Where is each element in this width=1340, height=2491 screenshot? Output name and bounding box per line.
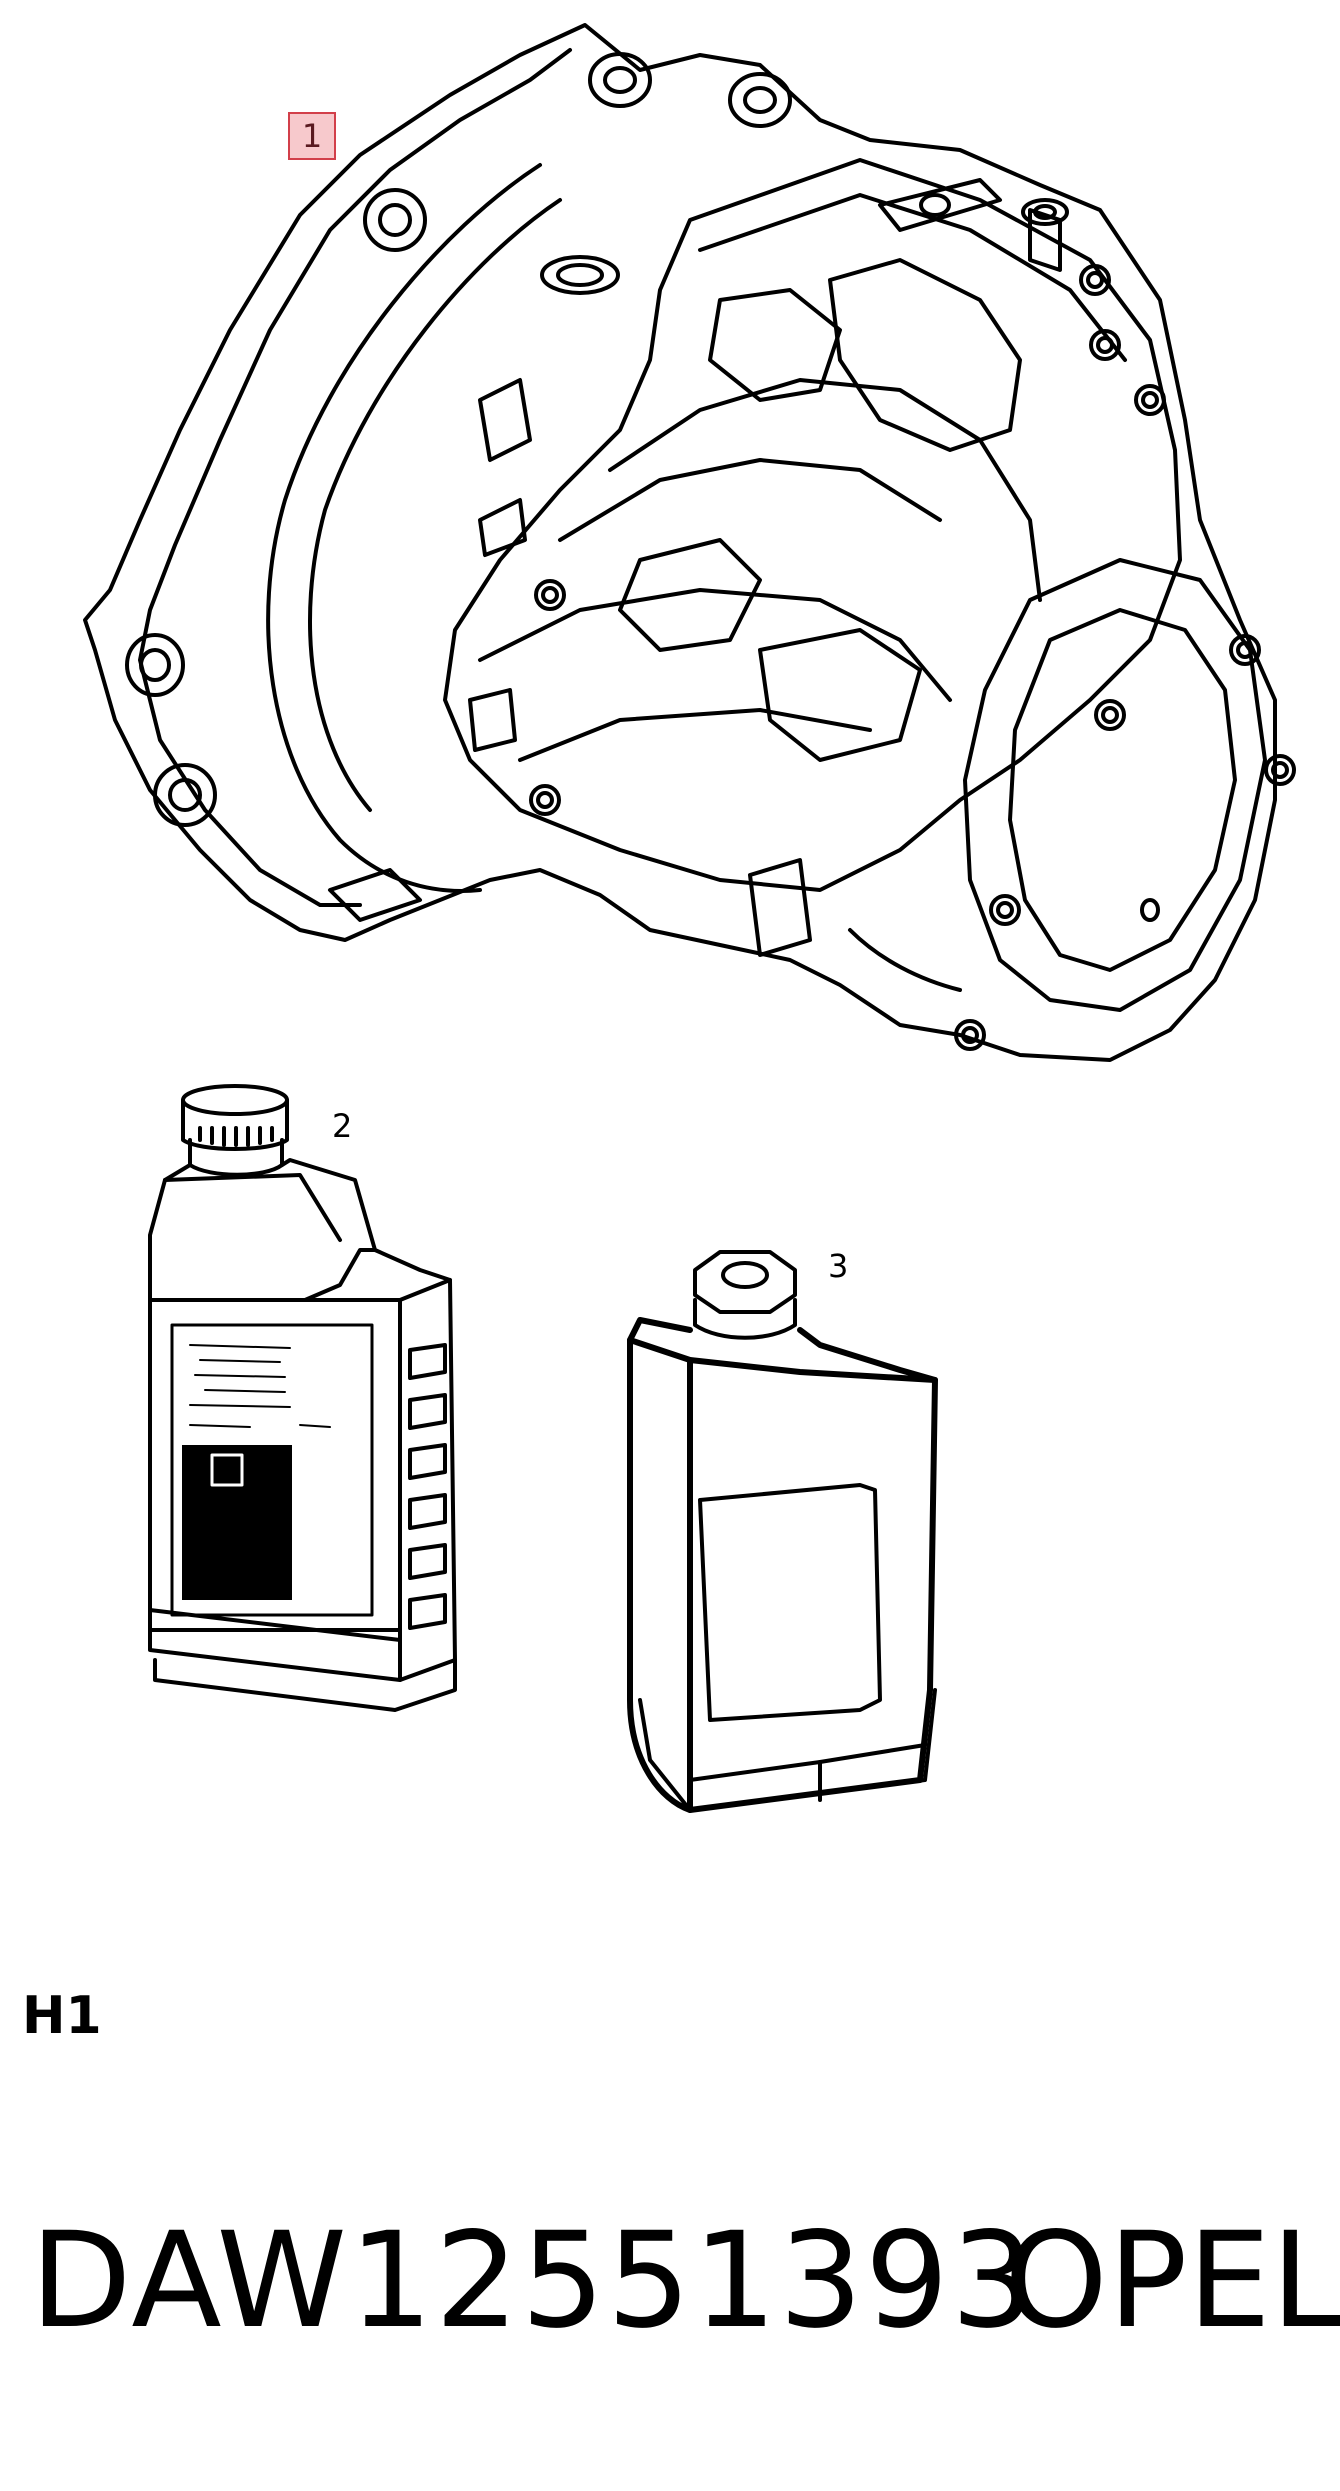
gearbox-bell-opening: [266, 163, 542, 893]
brand-name: OPEL: [1004, 2204, 1340, 2358]
callout-2[interactable]: 2: [332, 1107, 353, 1145]
callout-3[interactable]: 3: [828, 1247, 849, 1285]
oil-bottle-2-drawing: [627, 1250, 938, 1813]
callout-1-highlight[interactable]: 1: [288, 112, 336, 160]
gearbox-end-cover: [963, 558, 1267, 1012]
oil-bottle-1-drawing: [148, 1084, 457, 1712]
gearbox-bell-opening-inner: [308, 198, 562, 812]
gearbox-bellhousing-outline: [83, 23, 1277, 1062]
gearbox-case: [443, 158, 1182, 892]
section-code: H1: [22, 1986, 102, 2046]
gearbox-flange-inner: [138, 48, 572, 907]
part-number: DAW12551393: [30, 2204, 1037, 2358]
gearbox-bolts: [529, 264, 1296, 1051]
gearbox-drawing: [83, 23, 1296, 1062]
